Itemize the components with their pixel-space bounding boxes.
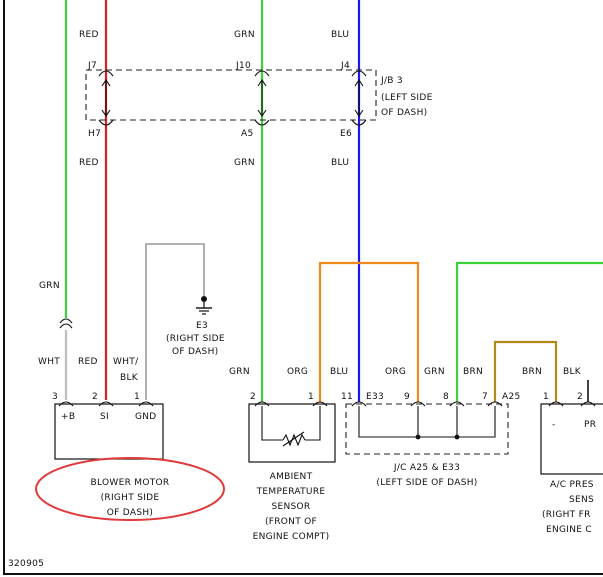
label-blu-low: BLU [330, 367, 348, 377]
label-e33: E33 [366, 392, 384, 402]
label-brn-1: BRN [463, 367, 483, 377]
jc-label-2: (LEFT SIDE OF DASH) [376, 478, 477, 488]
wire-grn-ac [455, 261, 603, 402]
label-blu-mid: BLU [331, 158, 349, 168]
label-grn-low-2: GRN [424, 367, 445, 377]
ac-pin-arcs [548, 401, 596, 407]
wire-org [318, 261, 420, 402]
ac-label-2: SENS [569, 495, 594, 505]
ground-symbol [196, 296, 212, 315]
pin-blower-2: 2 [92, 392, 98, 402]
ac-pressure-sensor-box [540, 403, 603, 475]
pin-jc-8: 8 [443, 392, 449, 402]
jc-label-1: J/C A25 & E33 [393, 463, 460, 473]
label-j10: J10 [235, 61, 251, 71]
blower-connector-symbol [59, 318, 73, 329]
label-red-top: RED [79, 30, 99, 40]
ambient-pin-arcs [254, 401, 328, 407]
ground-id: E3 [196, 321, 208, 331]
label-org-1: ORG [287, 367, 308, 377]
pin-blower-3: 3 [52, 392, 58, 402]
ambient-label-5: ENGINE COMPT) [253, 532, 330, 542]
ground-label-2: OF DASH) [172, 347, 218, 357]
label-blk: BLK [563, 367, 582, 377]
wires [64, 0, 603, 402]
label-grn-top: GRN [234, 30, 255, 40]
pin-ambient-1: 1 [308, 392, 314, 402]
ambient-label-3: SENSOR [272, 502, 311, 512]
ambient-label-4: (FRONT OF [265, 517, 317, 527]
jb3-label-1: J/B 3 [380, 76, 403, 86]
jc-pin-arcs [351, 401, 503, 407]
jc-bus [358, 406, 496, 440]
blower-label-2: (RIGHT SIDE [101, 493, 160, 503]
label-e6: E6 [340, 129, 352, 139]
blower-pin-gnd: GND [135, 412, 157, 422]
ground-label-1: (RIGHT SIDE [166, 334, 225, 344]
label-grn-blower: GRN [39, 281, 60, 291]
diagram-code: 320905 [8, 559, 44, 569]
ac-label-4: ENGINE C [546, 525, 592, 535]
blower-pin-b: +B [61, 412, 75, 422]
label-j4: J4 [340, 61, 350, 71]
blower-label-1: BLOWER MOTOR [91, 478, 170, 488]
pin-ac-2: 2 [577, 392, 583, 402]
label-red-mid: RED [79, 158, 99, 168]
ac-pin-pr: PR [584, 420, 596, 430]
jb3-terminals [98, 70, 367, 126]
label-wht: WHT [38, 357, 60, 367]
pin-jc-7: 7 [482, 392, 488, 402]
label-brn-2: BRN [522, 367, 542, 377]
jc-box [345, 403, 509, 455]
label-a25: A25 [502, 392, 521, 402]
ambient-label-1: AMBIENT [270, 472, 313, 482]
jb3-label-2: (LEFT SIDE [381, 93, 433, 103]
jb3-label-3: OF DASH) [381, 108, 427, 118]
label-grn-mid: GRN [234, 158, 255, 168]
label-a5: A5 [241, 129, 253, 139]
blower-pin-arcs [58, 401, 154, 407]
label-wht-blk-2: BLK [120, 373, 139, 383]
label-wht-blk-1: WHT/ [113, 357, 139, 367]
ac-label-1: A/C PRES [550, 480, 594, 490]
label-j7: J7 [87, 61, 97, 71]
label-grn-low: GRN [229, 367, 250, 377]
pin-blower-1: 1 [134, 392, 140, 402]
jb3-box [85, 69, 377, 121]
ac-pin-minus: - [552, 420, 556, 430]
blower-label-3: OF DASH) [107, 508, 153, 518]
pin-jc-11: 11 [341, 392, 353, 402]
ambient-label-2: TEMPERATURE [256, 487, 326, 497]
blower-motor-box [54, 403, 164, 460]
pin-jc-9: 9 [404, 392, 410, 402]
ambient-sensor-box [248, 403, 336, 463]
pin-ambient-2: 2 [250, 392, 256, 402]
diagram-frame [3, 0, 603, 575]
label-red-low: RED [78, 357, 98, 367]
label-blu-top: BLU [331, 30, 349, 40]
ac-label-3: (RIGHT FR [542, 510, 591, 520]
blower-pin-si: SI [100, 412, 109, 422]
thermistor-icon [261, 406, 321, 447]
wire-brn [493, 340, 558, 402]
label-h7: H7 [88, 129, 101, 139]
pin-ac-1: 1 [543, 392, 549, 402]
label-org-2: ORG [385, 367, 406, 377]
wire-wht-blk-ground [145, 243, 205, 400]
highlight-ellipse [35, 457, 225, 521]
